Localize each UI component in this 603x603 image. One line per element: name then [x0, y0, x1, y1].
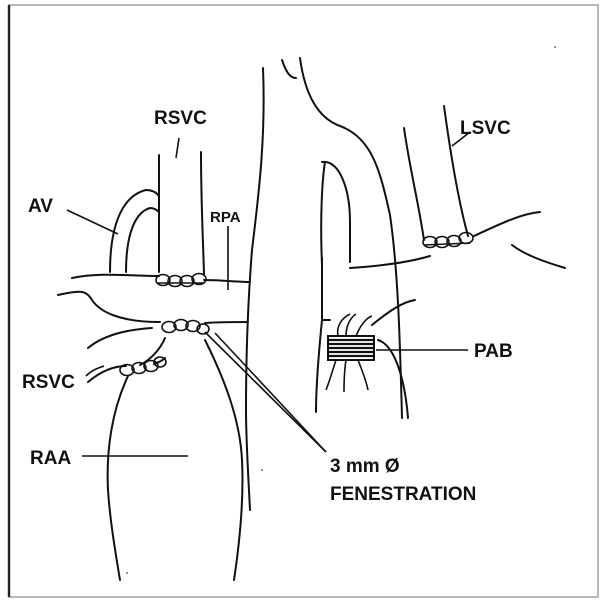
- label-rpa: RPA: [210, 209, 241, 226]
- speck: [261, 469, 263, 471]
- anastomosis-fenestration: [162, 320, 209, 335]
- speck: [554, 46, 556, 48]
- rsvc-upper-vessel: [159, 152, 204, 274]
- right-pulmonary-artery: [58, 275, 250, 348]
- right-atrial-appendage: [108, 338, 243, 580]
- leader-fenestration-a: [205, 332, 326, 452]
- label-pab: PAB: [474, 341, 513, 362]
- label-rsvc-lower: RSVC: [22, 372, 75, 393]
- label-lsvc: LSVC: [460, 118, 511, 139]
- speck: [126, 572, 128, 574]
- leader-rsvc-top: [176, 138, 179, 158]
- azygous-vein: [110, 190, 159, 272]
- lsvc-vessel: [404, 106, 468, 240]
- leader-rsvc-low: [86, 366, 104, 376]
- leader-av: [67, 210, 118, 234]
- leader-fenestration-b: [215, 333, 326, 452]
- left-pulmonary-artery: [322, 212, 565, 418]
- aorta: [246, 58, 402, 510]
- label-rsvc-upper: RSVC: [154, 108, 207, 129]
- label-fenestration-size: 3 mm Ø: [330, 456, 400, 477]
- figure-border: [9, 5, 598, 597]
- label-fenestration: FENESTRATION: [330, 484, 476, 505]
- label-av: AV: [28, 196, 53, 217]
- anastomosis-lsvc-lpa: [423, 233, 473, 248]
- anastomosis-rsvc-rpa: [156, 274, 206, 287]
- pulmonary-artery-band: [326, 314, 374, 392]
- label-raa: RAA: [30, 448, 71, 469]
